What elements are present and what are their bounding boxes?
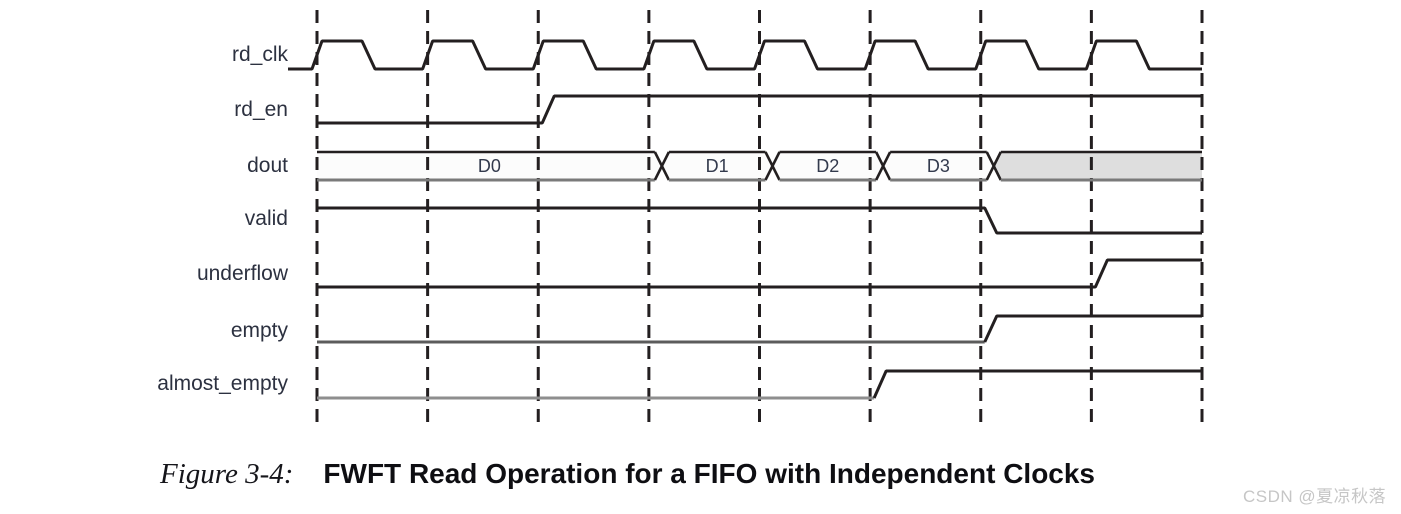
bus-x-transition [653,151,671,181]
bus-segment-fill [883,152,994,180]
bus-dontcare-fill [993,152,1202,180]
waveform-rd_clk [288,39,1202,71]
bus-data-label: D0 [478,156,501,176]
waveform-rd_en [317,94,1202,125]
bus-data-label: D2 [816,156,839,176]
figure-caption-title: FWFT Read Operation for a FIFO with Inde… [323,458,1096,489]
bus-x-transition [874,151,892,181]
bus-data-label: D1 [706,156,729,176]
bus-segment-fill [661,152,773,180]
bus-x-transition [985,151,1002,181]
signal-label-valid: valid [244,207,288,230]
bus-segment-fill [317,152,662,180]
signal-label-almost-empty: almost_empty [157,372,288,395]
figure-caption: Figure 3-4: FWFT Read Operation for a FI… [160,458,1095,491]
waveform-empty [983,314,1202,343]
signal-label-rd-en: rd_en [234,98,288,121]
bus-x-transition [764,151,781,181]
waveform-almost_empty [872,369,1202,399]
bus-segment-fill [772,152,884,180]
signal-label-dout: dout [247,154,288,177]
bus-data-label: D3 [927,156,950,176]
signal-label-empty: empty [230,319,288,342]
waveform-canvas: D0 D1 D2 D3 [288,10,1204,430]
figure-caption-label: Figure 3-4: [160,458,294,490]
watermark-text: CSDN @夏凉秋落 [1243,487,1387,506]
waveform-valid [317,206,1202,235]
signal-label-underflow: underflow [196,262,288,285]
signal-label-rd-clk: rd_clk [231,43,288,66]
waveform-underflow [317,258,1202,289]
